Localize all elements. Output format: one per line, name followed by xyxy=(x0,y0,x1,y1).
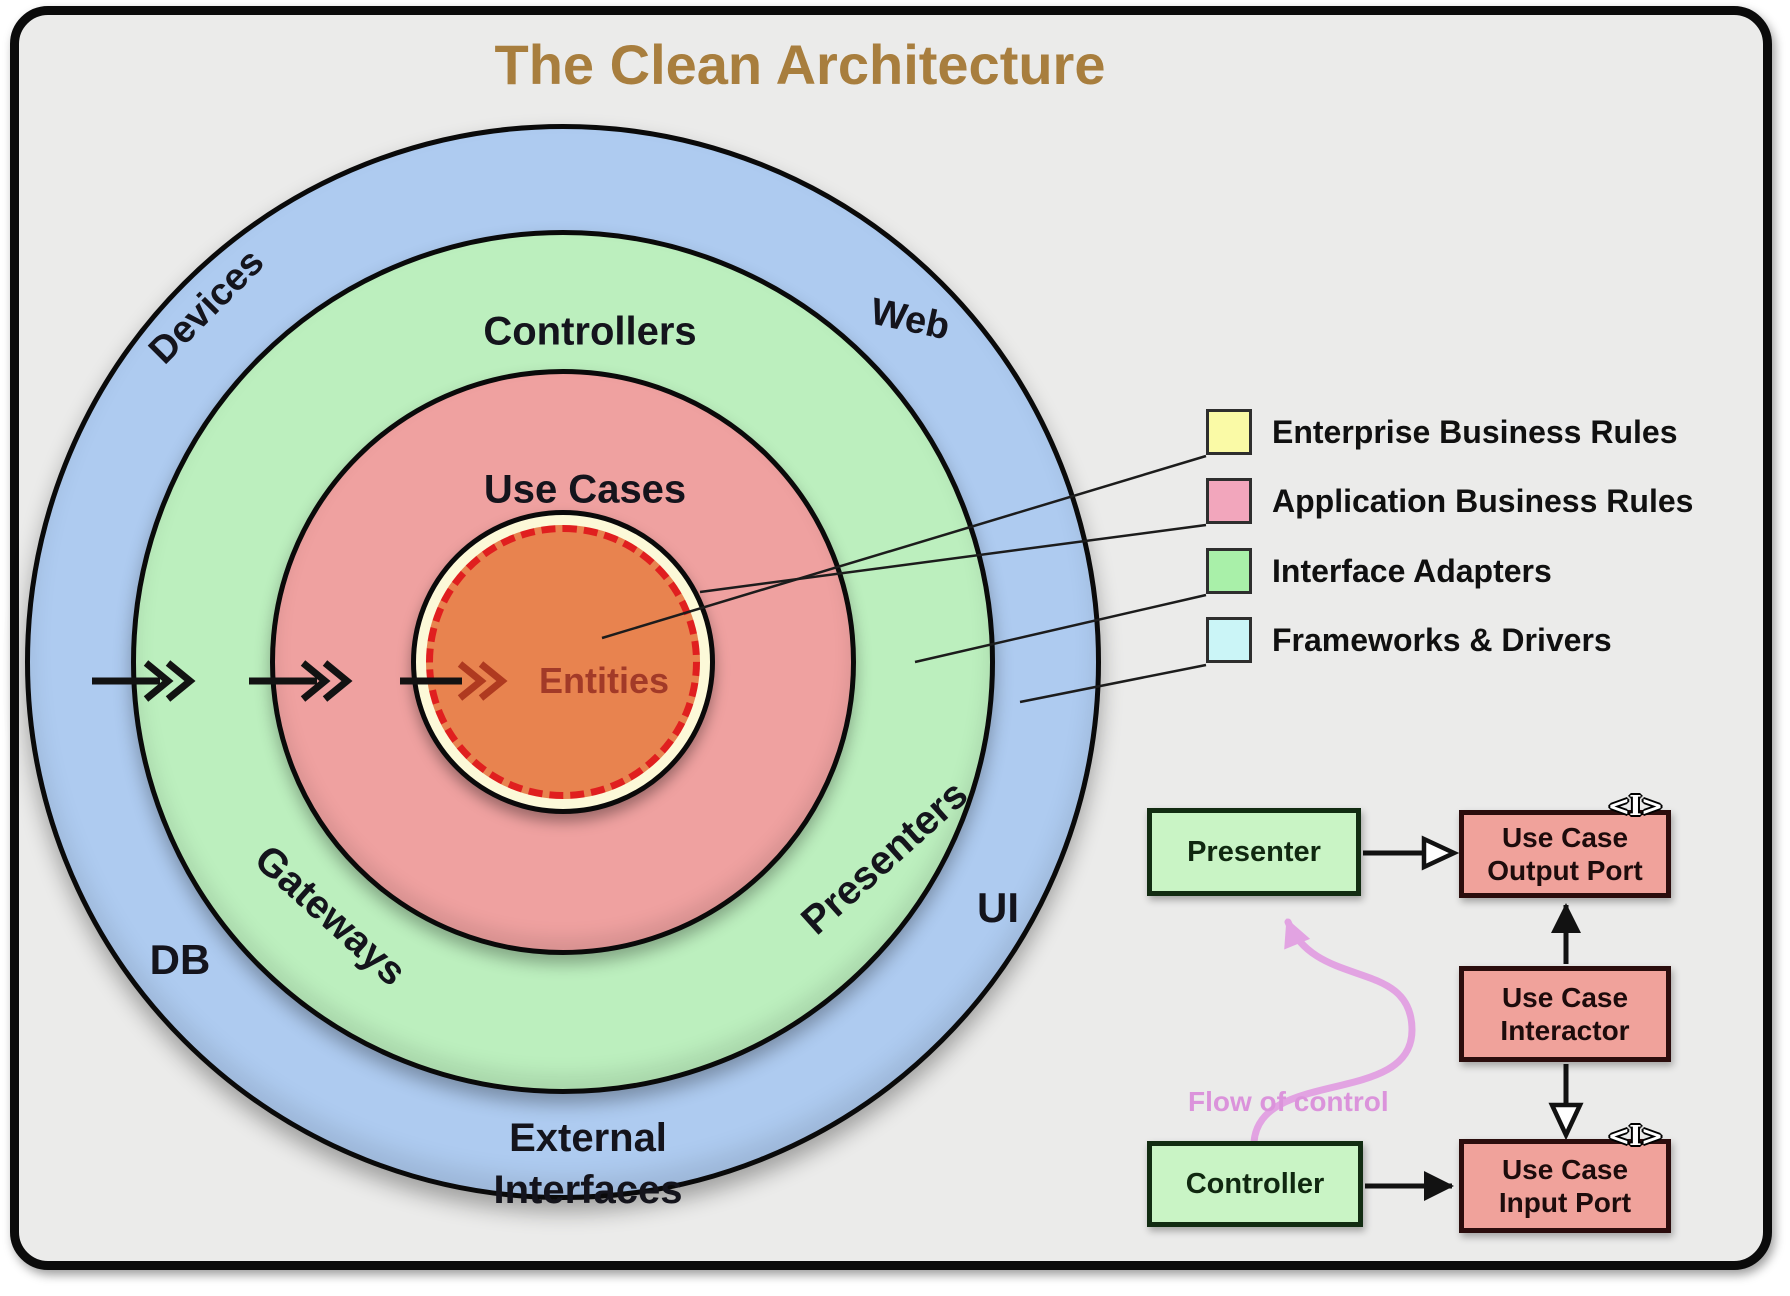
ring-label-db: DB xyxy=(149,936,211,983)
output-port-line2: Output Port xyxy=(1487,855,1643,886)
legend-label-enterprise: Enterprise Business Rules xyxy=(1272,414,1678,450)
interface-marker-input-icon: <I> xyxy=(1607,1121,1664,1152)
legend-label-application: Application Business Rules xyxy=(1272,483,1694,519)
flow-of-control-label: Flow of control xyxy=(1188,1086,1389,1117)
controller-box-label: Controller xyxy=(1185,1167,1325,1200)
use-case-input-port-box: Use Case Input Port xyxy=(1459,1139,1671,1233)
page-title: The Clean Architecture xyxy=(494,33,1106,96)
legend-swatch-frameworks xyxy=(1206,617,1252,663)
interactor-line2: Interactor xyxy=(1500,1015,1630,1046)
output-port-line1: Use Case xyxy=(1501,821,1629,853)
ring-label-controllers: Controllers xyxy=(483,309,697,354)
interface-marker-output-icon: <I> xyxy=(1607,791,1664,822)
ring-label-ui: UI xyxy=(977,884,1019,931)
external-interfaces-line1: External xyxy=(509,1116,667,1160)
input-port-line1: Use Case xyxy=(1501,1153,1629,1185)
presenter-box-label: Presenter xyxy=(1187,835,1321,868)
legend-swatch-enterprise xyxy=(1206,409,1252,455)
legend-swatch-adapters xyxy=(1206,548,1252,594)
legend-label-frameworks: Frameworks & Drivers xyxy=(1272,622,1612,658)
ring-label-entities: Entities xyxy=(538,660,670,701)
interactor-line1: Use Case xyxy=(1501,981,1629,1013)
ring-label-external-interfaces: External Interfaces xyxy=(494,1112,683,1216)
presenter-box: Presenter xyxy=(1147,808,1361,896)
external-interfaces-line2: Interfaces xyxy=(493,1168,683,1212)
use-case-interactor-box: Use Case Interactor xyxy=(1459,966,1671,1062)
legend-swatch-application xyxy=(1206,478,1252,524)
controller-box: Controller xyxy=(1147,1141,1363,1227)
input-port-line2: Input Port xyxy=(1498,1187,1632,1218)
use-case-output-port-box: Use Case Output Port xyxy=(1459,810,1671,898)
legend-label-adapters: Interface Adapters xyxy=(1272,553,1552,589)
ring-label-use-cases: Use Cases xyxy=(483,467,687,512)
